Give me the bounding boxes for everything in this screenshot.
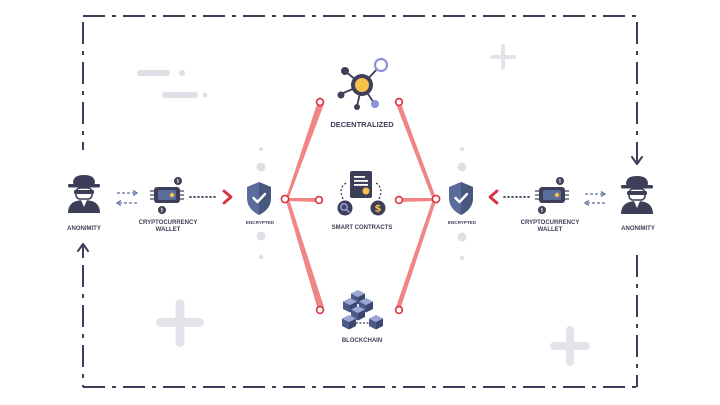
arrow-up-icon: [77, 243, 89, 258]
right-encrypted-label: ENCRYPTED: [447, 220, 477, 225]
right-anonymity-label: ANONIMITY: [621, 226, 655, 232]
dashed-frame: [82, 15, 638, 388]
decor-bars: [137, 70, 208, 98]
smart-contract-icon: $: [337, 171, 386, 216]
blockchain-icon: [342, 290, 383, 330]
network-icon: [337, 57, 389, 110]
left-encrypted-label: ENCRYPTED: [245, 220, 275, 225]
svg-text:$: $: [375, 204, 382, 215]
left-wallet-label: CRYPTOCURRENCY WALLET: [138, 220, 198, 233]
blockchain-label: BLOCKCHAIN: [341, 338, 383, 344]
anonymous-user-icon: [67, 174, 101, 214]
encrypted-shield-icon: [245, 180, 273, 217]
decentralized-label: DECENTRALIZED: [330, 120, 394, 129]
right-wallet-label: CRYPTOCURRENCY WALLET: [520, 220, 580, 233]
dot-column: [457, 146, 467, 261]
beam-connections: [286, 101, 436, 310]
arrow-down-icon: [631, 150, 643, 165]
exchange-arrows-icon: [115, 189, 139, 207]
chevron-left-icon: [488, 189, 499, 205]
beam-nodes: [280, 97, 441, 315]
crypto-wallet-icon: $ $: [535, 177, 569, 214]
svg-text:$: $: [176, 179, 179, 185]
left-anonymity-label: ANONIMITY: [67, 226, 101, 232]
crypto-wallet-icon: $ $: [150, 177, 184, 214]
exchange-arrows-icon: [583, 190, 607, 207]
plus-icon: [550, 326, 590, 366]
svg-text:$: $: [160, 208, 163, 214]
svg-text:$: $: [540, 208, 543, 214]
anonymous-user-icon: [620, 175, 654, 215]
chevron-right-icon: [222, 189, 233, 205]
plus-icon: [490, 44, 516, 70]
dot-column: [256, 146, 266, 260]
plus-icon: [156, 299, 204, 347]
smart-contracts-label: SMART CONTRACTS: [331, 225, 393, 231]
svg-text:$: $: [558, 179, 561, 185]
encrypted-shield-icon: [447, 180, 475, 217]
